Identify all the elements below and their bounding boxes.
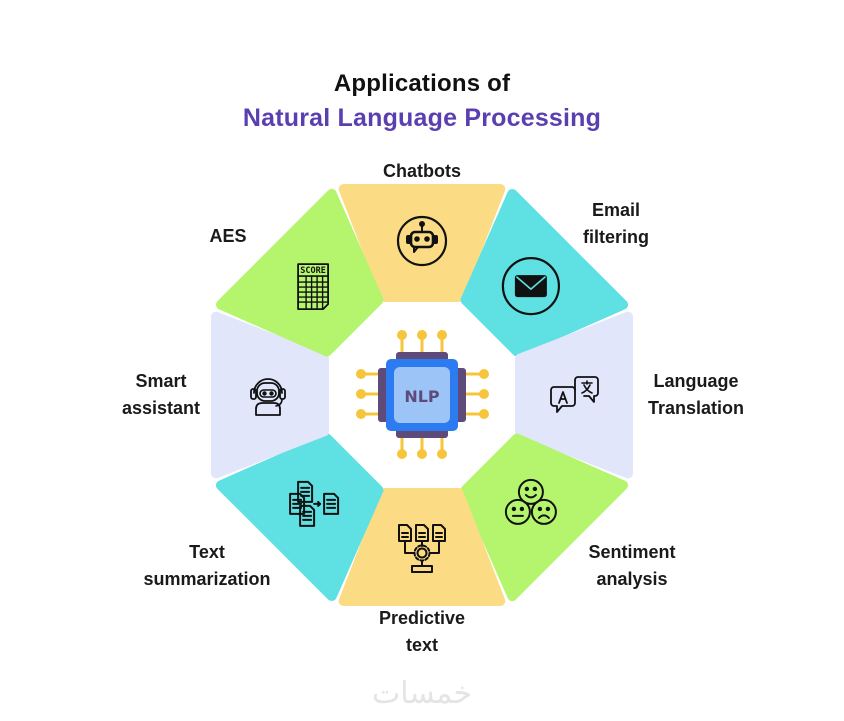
emoji-faces-icon bbox=[504, 478, 557, 525]
segment-chatbots bbox=[338, 184, 506, 302]
label-line: Text bbox=[189, 542, 225, 562]
label-sentiment-analysis: Sentiment analysis bbox=[572, 539, 692, 593]
label-line: Chatbots bbox=[383, 161, 461, 181]
envelope-icon bbox=[501, 257, 561, 316]
label-email-filtering: Email filtering bbox=[566, 197, 666, 251]
label-predictive-text: Predictive text bbox=[362, 605, 482, 659]
diagram-subtitle: Natural Language Processing bbox=[242, 104, 602, 132]
label-aes: AES bbox=[198, 223, 258, 250]
translate-bubbles-icon bbox=[550, 376, 599, 413]
svg-text:SCORE: SCORE bbox=[300, 266, 326, 276]
nlp-center-label: NLP bbox=[404, 387, 440, 406]
label-line: Email bbox=[591, 200, 641, 220]
processor-chip-icon bbox=[356, 330, 489, 459]
label-line: analysis bbox=[596, 569, 668, 589]
label-line: Predictive bbox=[378, 608, 466, 628]
label-line: summarization bbox=[143, 569, 271, 589]
label-line: AES bbox=[209, 226, 247, 246]
label-line: filtering bbox=[583, 227, 649, 247]
label-line: assistant bbox=[121, 398, 201, 418]
watermark-logo: خمسات bbox=[371, 676, 473, 711]
label-line: text bbox=[405, 635, 438, 655]
label-text-summarization: Text summarization bbox=[122, 539, 292, 593]
label-line: Translation bbox=[647, 398, 745, 418]
documents-merge-icon bbox=[289, 480, 340, 527]
label-line: Sentiment bbox=[588, 542, 676, 562]
chatbot-robot-icon bbox=[396, 215, 448, 267]
documents-gear-icon bbox=[398, 524, 446, 573]
label-language-translation: Language Translation bbox=[636, 368, 756, 422]
label-line: Language bbox=[653, 371, 739, 391]
segment-email-filtering bbox=[460, 188, 629, 357]
label-smart-assistant: Smart assistant bbox=[106, 368, 216, 422]
score-sheet-icon: SCORE bbox=[297, 263, 330, 311]
label-chatbots: Chatbots bbox=[372, 158, 472, 185]
diagram-title: Applications of bbox=[333, 70, 511, 97]
segment-sentiment-analysis bbox=[460, 433, 629, 602]
assistant-robot-headset-icon bbox=[250, 378, 286, 416]
segment-language-translation bbox=[515, 311, 633, 479]
segment-aes bbox=[215, 188, 384, 357]
label-line: Smart bbox=[135, 371, 187, 391]
